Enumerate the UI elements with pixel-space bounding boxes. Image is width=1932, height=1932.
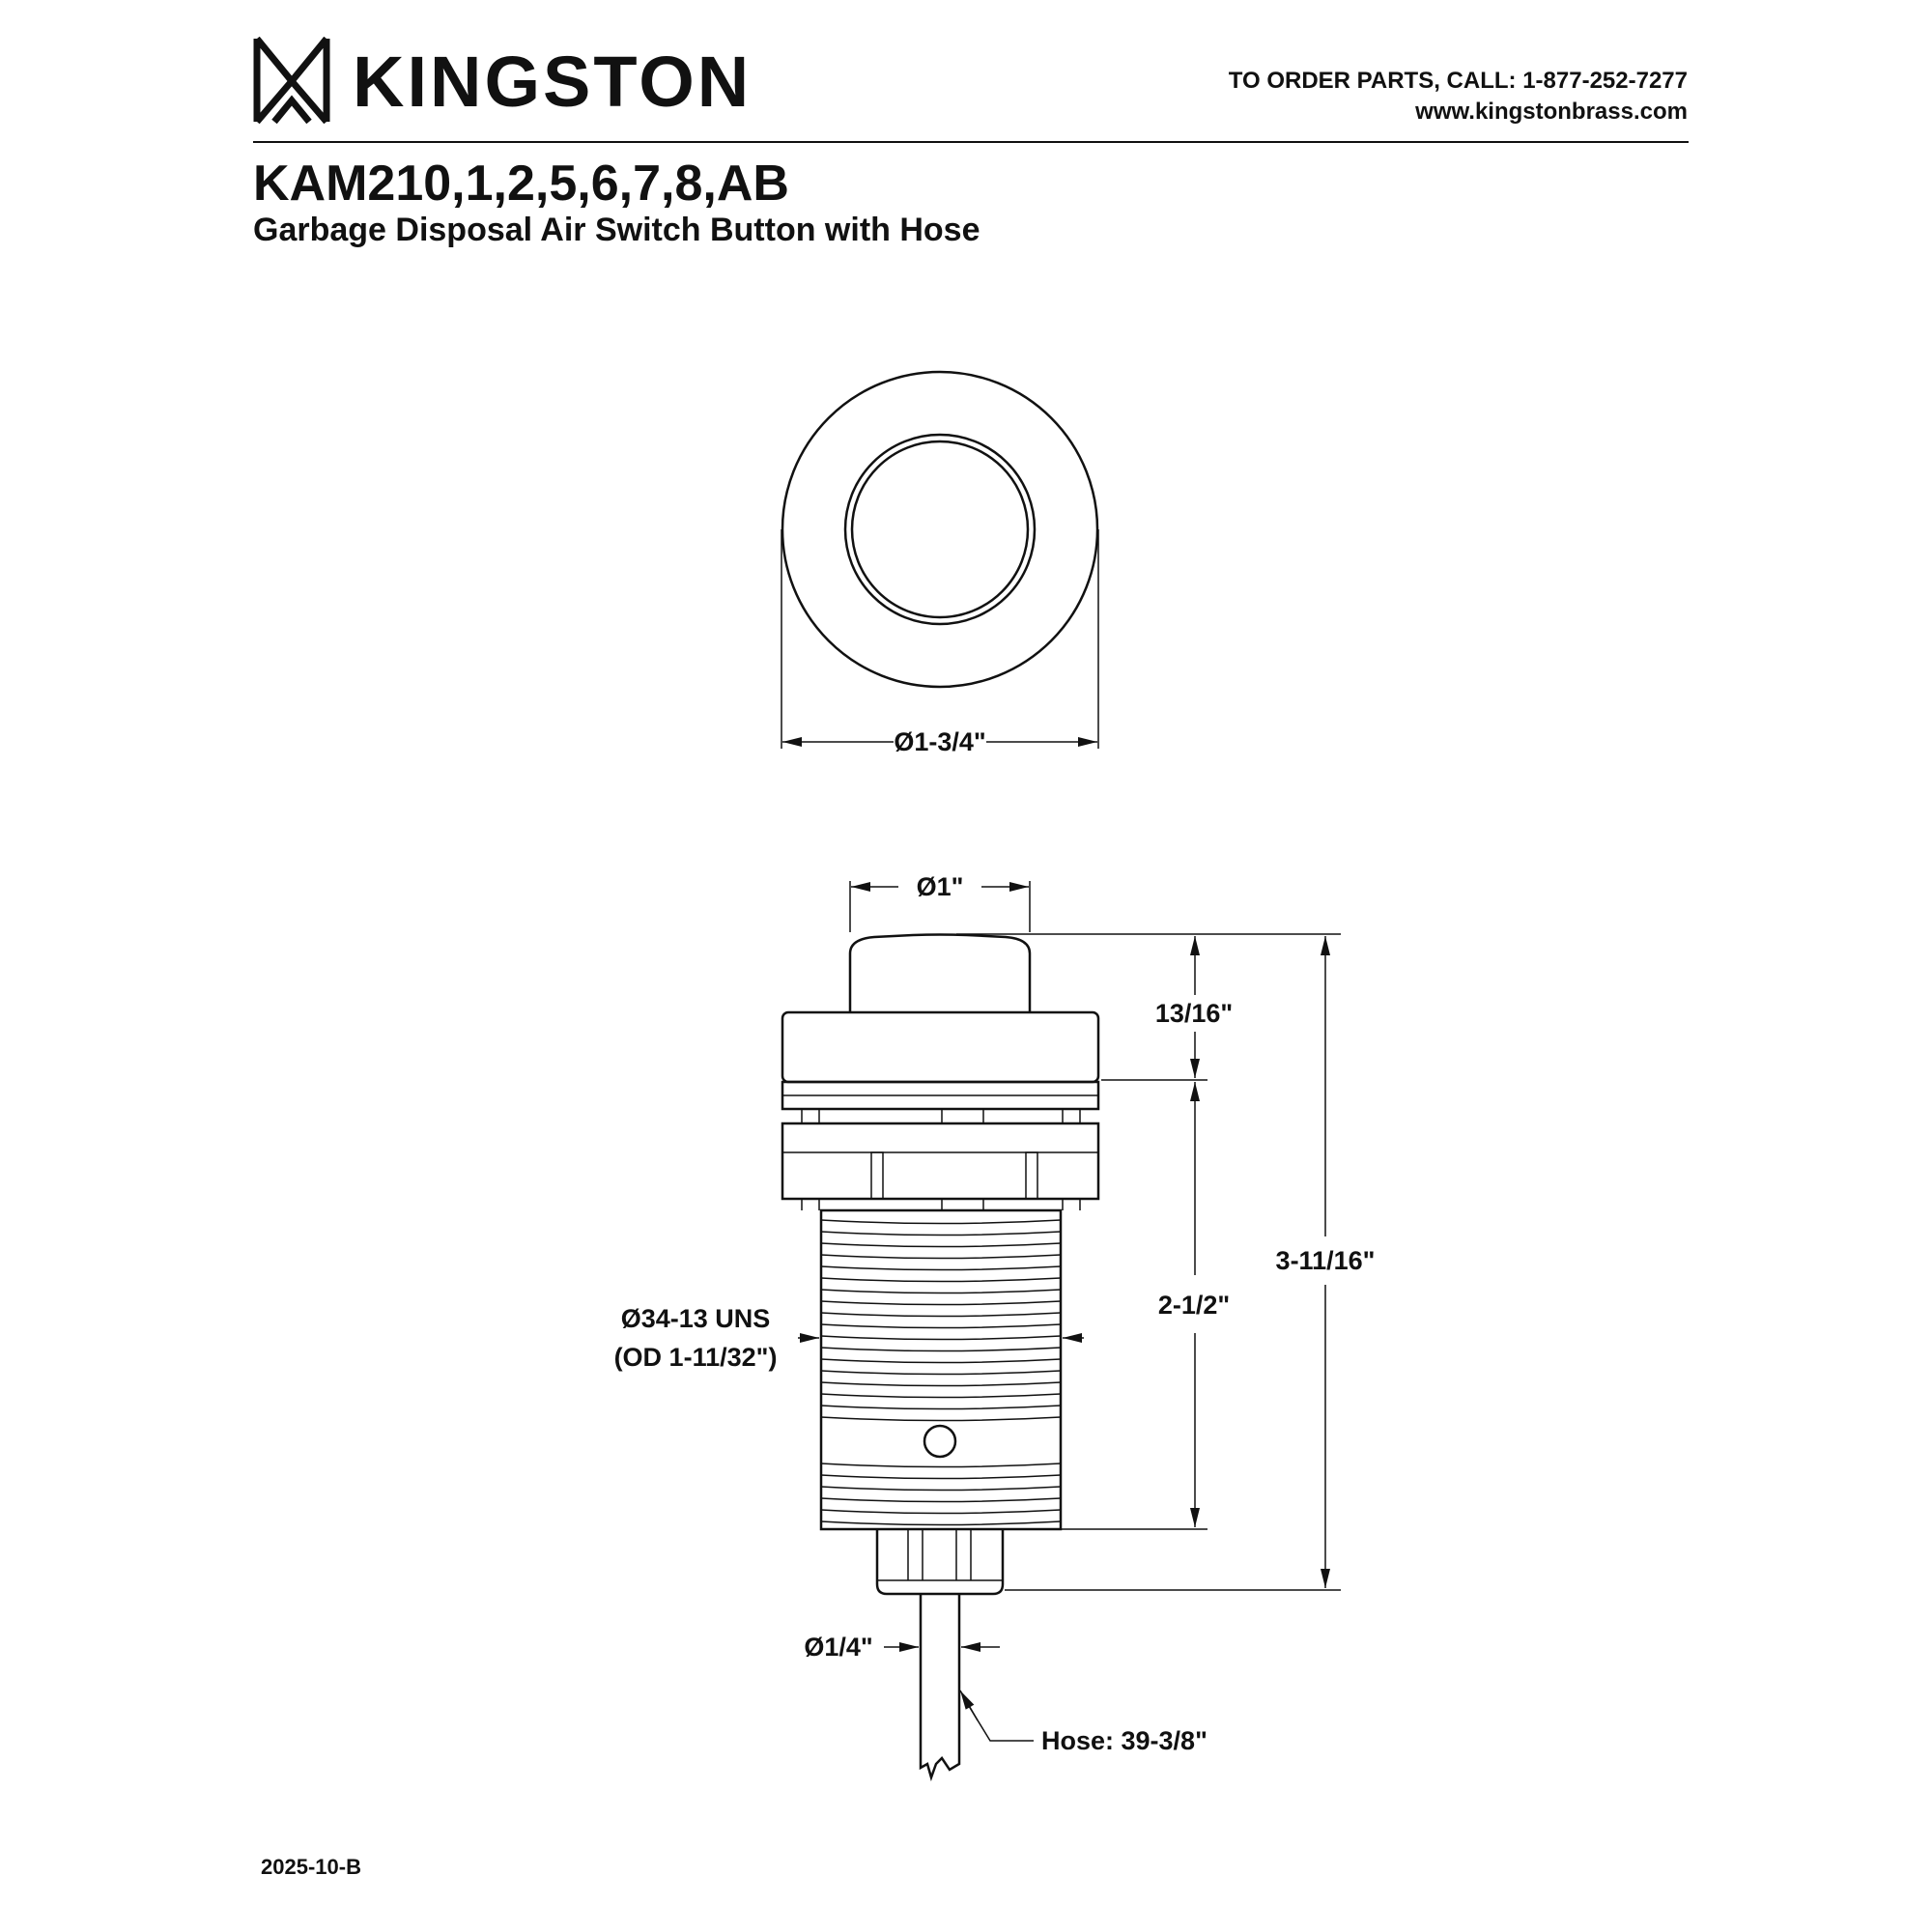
thread-line	[820, 1520, 1062, 1526]
thread-line	[820, 1300, 1062, 1306]
header-divider	[253, 141, 1689, 143]
hose	[919, 1594, 961, 1782]
flange-body	[781, 1010, 1100, 1084]
thread-line	[820, 1463, 1062, 1468]
lock-nut	[781, 1122, 1100, 1201]
side-view	[781, 933, 1100, 1782]
overall-height-label: 3-11/16"	[1276, 1246, 1376, 1275]
thread-line	[820, 1289, 1062, 1294]
hose-nozzle	[875, 1529, 1005, 1596]
thread-line	[820, 1405, 1062, 1410]
thread-line	[820, 1219, 1062, 1225]
thread-line	[820, 1370, 1062, 1376]
thread-line	[820, 1347, 1062, 1352]
thread-lines	[820, 1219, 1062, 1526]
thread-line	[820, 1323, 1062, 1329]
revision-code: 2025-10-B	[261, 1855, 361, 1879]
brand-name: KINGSTON	[353, 42, 753, 122]
hose-length-label: Hose: 39-3/8"	[1041, 1726, 1208, 1755]
button-height-label: 13/16"	[1155, 999, 1233, 1028]
order-phone: TO ORDER PARTS, CALL: 1-877-252-7277	[1228, 68, 1688, 94]
thread-line	[820, 1497, 1062, 1503]
button-inner-circle	[850, 440, 1030, 619]
website-link[interactable]: www.kingstonbrass.com	[1415, 99, 1688, 125]
air-port-hole	[923, 1424, 957, 1459]
button-outer-circle	[843, 433, 1037, 626]
thread-line	[820, 1509, 1062, 1515]
thread-line	[820, 1277, 1062, 1283]
thread-line	[820, 1242, 1062, 1248]
kingston-logo-icon	[253, 37, 330, 124]
thread-spec-label: Ø34-13 UNS	[621, 1304, 771, 1333]
thread-line	[820, 1312, 1062, 1318]
model-number: KAM210,1,2,5,6,7,8,AB	[253, 156, 789, 212]
thread-line	[820, 1254, 1062, 1260]
body-length-label: 2-1/2"	[1158, 1291, 1230, 1320]
thread-od-label: (OD 1-11/32")	[614, 1343, 778, 1372]
top-view	[781, 370, 1099, 749]
flange-circle	[781, 370, 1099, 689]
thread-line	[820, 1474, 1062, 1480]
product-description: Garbage Disposal Air Switch Button with …	[253, 212, 980, 248]
button-cap	[848, 933, 1032, 1012]
order-info: TO ORDER PARTS, CALL: 1-877-252-7277 www…	[1229, 66, 1688, 128]
thread-line	[820, 1416, 1062, 1422]
button-diameter-label: Ø1"	[917, 872, 964, 901]
threaded-body	[819, 1208, 1063, 1531]
thread-line	[820, 1358, 1062, 1364]
thread-line	[820, 1393, 1062, 1399]
thread-line	[820, 1381, 1062, 1387]
hose-diameter-label: Ø1/4"	[804, 1633, 872, 1662]
thread-line	[820, 1335, 1062, 1341]
thread-line	[820, 1231, 1062, 1236]
thread-line	[820, 1265, 1062, 1271]
flange-diameter-label: Ø1-3/4"	[894, 727, 985, 756]
thread-line	[820, 1486, 1062, 1492]
